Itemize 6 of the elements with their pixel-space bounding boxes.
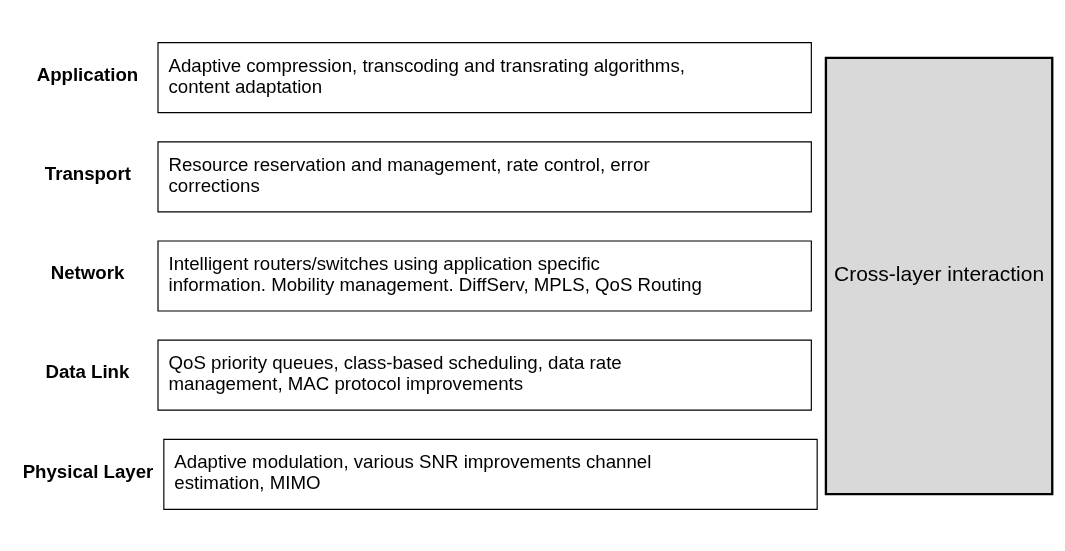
node-label: Transport: [44, 162, 131, 184]
node-label: Network: [50, 261, 125, 283]
node-label: Physical Layer: [22, 460, 154, 482]
node-label: Application: [36, 63, 139, 85]
node-box: Cross-layer interaction: [824, 56, 1054, 495]
node-label: Data Link: [45, 360, 130, 382]
